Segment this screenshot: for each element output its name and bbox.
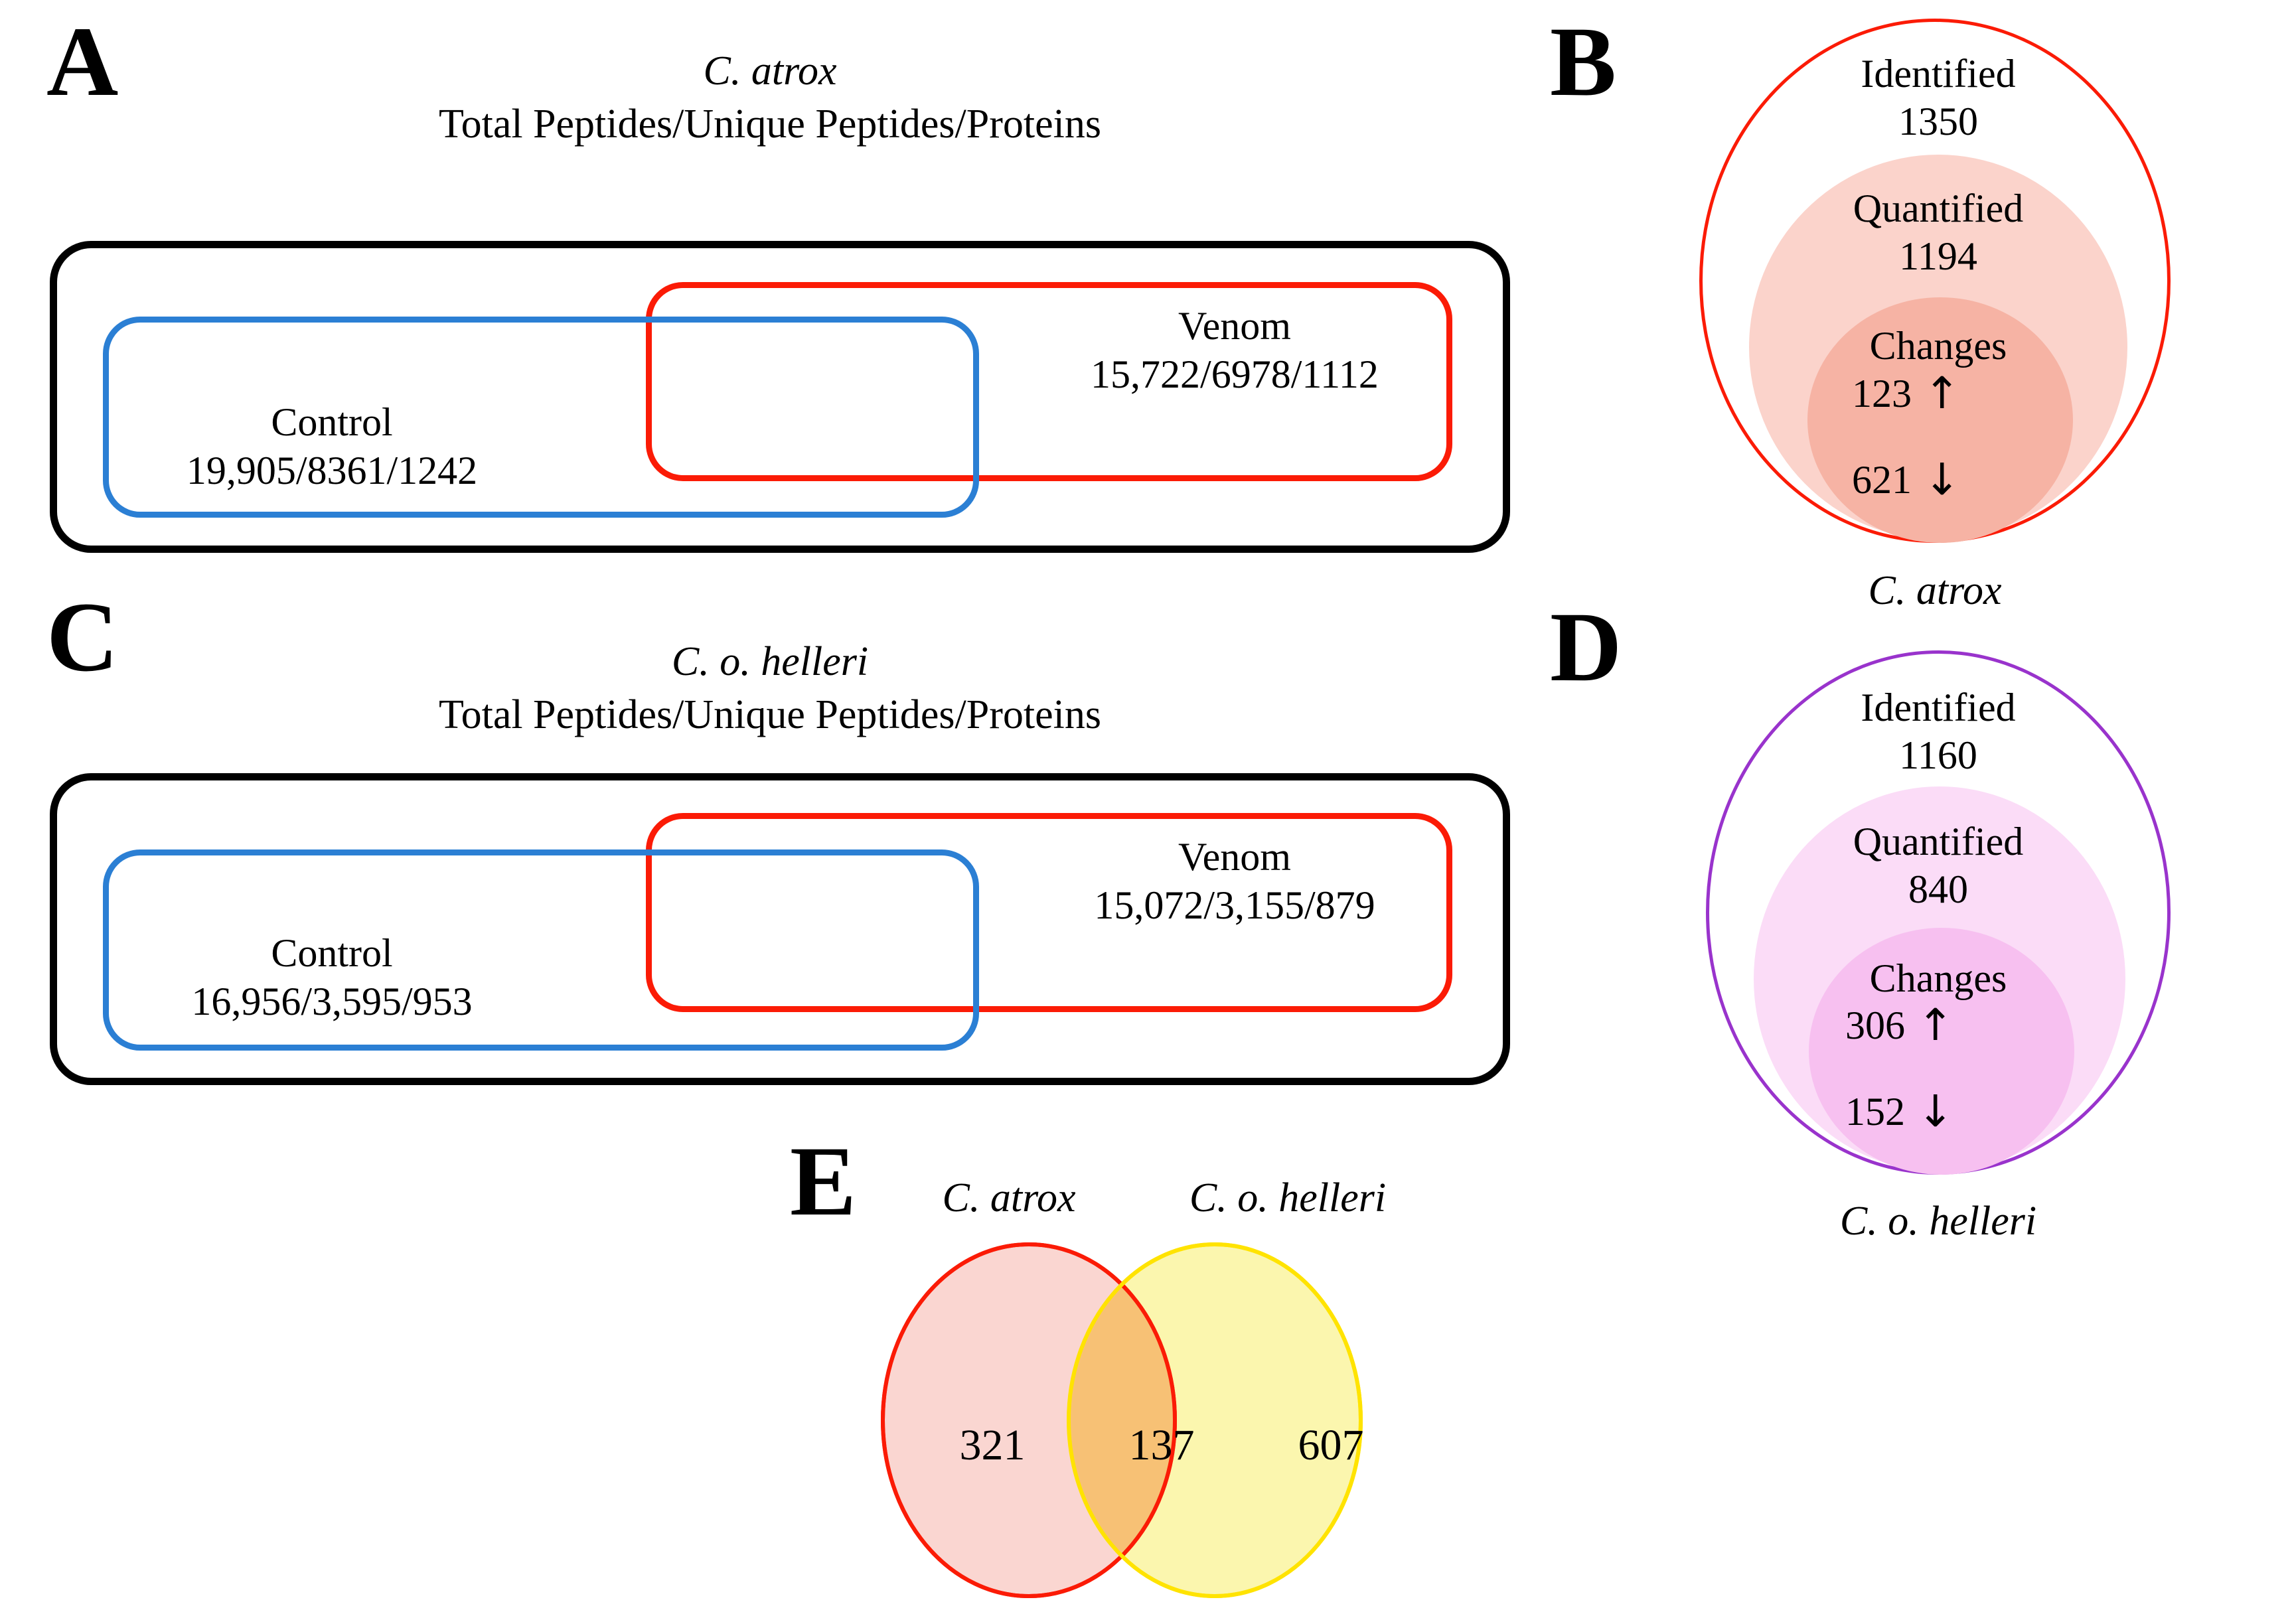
panel-a-subtitle: Total Peptides/Unique Peptides/Proteins	[439, 102, 1101, 147]
panel-b-changes-label-text: Changes	[1746, 322, 2131, 370]
panel-c-venom-values: 15,072/3,155/879	[1094, 883, 1375, 928]
panel-d-identified-value: 1160	[1899, 733, 1977, 777]
panel-e-atrox-ellipse-outline	[881, 1242, 1177, 1598]
panel-d-quantified-value: 840	[1908, 867, 1968, 911]
panel-d-changes-up-value: 306	[1845, 1003, 1905, 1047]
panel-b-quantified-label: Quantified	[1853, 186, 2024, 230]
panel-d-changes-circle	[1809, 928, 2074, 1175]
panel-d-nested-circles	[1706, 650, 2171, 1175]
panel-a-venom-name: Venom	[1178, 304, 1291, 348]
panel-a-control-values: 19,905/8361/1242	[186, 449, 478, 493]
panel-a-species-title: C. atrox	[703, 48, 837, 94]
panel-c-control-label: Control 16,956/3,595/953	[119, 929, 544, 1026]
panel-a-venom-values: 15,722/6978/1112	[1091, 352, 1379, 397]
panel-c-control-values: 16,956/3,595/953	[191, 980, 473, 1024]
panel-d-changes-label-text: Changes	[1746, 954, 2131, 1002]
panel-c-species-title: C. o. helleri	[671, 639, 869, 684]
panel-b-changes-up-row: 123 ↑	[1852, 368, 1961, 419]
panel-d-changes-label: Changes	[1869, 956, 2007, 1000]
panel-d-quantified-text: Quantified 840	[1746, 818, 2131, 913]
panel-c-control-box	[103, 849, 979, 1051]
panel-c-control-name: Control	[271, 931, 393, 975]
panel-b-changes-down-value: 621	[1852, 458, 1912, 502]
panel-c-venom-name: Venom	[1178, 835, 1291, 879]
arrow-up-icon: ↑	[1924, 368, 1961, 419]
panel-e-intersection-count: 137	[1128, 1421, 1195, 1469]
panel-d-identified-text: Identified 1160	[1746, 684, 2131, 779]
panel-e-left-only-count: 321	[959, 1421, 1026, 1469]
panel-b-changes-label: Changes	[1869, 324, 2007, 368]
panel-b-identified-value: 1350	[1898, 100, 1978, 143]
panel-b-changes-down-row: 621 ↓	[1852, 458, 1960, 502]
arrow-up-icon: ↑	[1917, 999, 1954, 1051]
panel-c-venom-box	[646, 813, 1452, 1012]
panel-d-quantified-label: Quantified	[1853, 820, 2024, 863]
panel-d-caption: C. o. helleri	[1839, 1199, 2037, 1244]
panel-letter-e: E	[790, 1126, 857, 1236]
panel-a-venom-box	[646, 282, 1452, 481]
panel-b-identified-label: Identified	[1861, 52, 2016, 96]
arrow-down-icon: ↓	[1924, 454, 1961, 505]
panel-d-changes-down-row: 152 ↓	[1845, 1090, 1953, 1134]
panel-e-left-label: C. atrox	[942, 1175, 1076, 1220]
panel-a-control-label: Control 19,905/8361/1242	[119, 398, 544, 495]
arrow-down-icon: ↓	[1917, 1086, 1954, 1137]
panel-b-changes-up-value: 123	[1852, 372, 1912, 415]
panel-e-right-label: C. o. helleri	[1189, 1175, 1387, 1220]
panel-b-identified-text: Identified 1350	[1746, 50, 2131, 145]
panel-d-changes-up-row: 306 ↑	[1845, 999, 1954, 1051]
panel-b-nested-circles	[1699, 19, 2171, 543]
panel-e-intersection-region	[1069, 1244, 1175, 1596]
panel-a-venom-label: Venom 15,722/6978/1112	[1022, 302, 1447, 399]
panel-letter-b: B	[1550, 7, 1617, 117]
panel-letter-d: D	[1550, 592, 1622, 702]
panel-c-outer-box	[50, 773, 1510, 1085]
panel-d-changes-down-value: 152	[1845, 1090, 1905, 1134]
panel-c-subtitle: Total Peptides/Unique Peptides/Proteins	[439, 692, 1101, 737]
panel-a-control-name: Control	[271, 400, 393, 444]
panel-b-changes-circle	[1807, 297, 2073, 543]
panel-b-caption: C. atrox	[1868, 568, 2002, 613]
panel-d-identified-label: Identified	[1861, 686, 2016, 729]
panel-b-quantified-value: 1194	[1899, 234, 1977, 278]
panel-a-control-box	[103, 317, 979, 518]
panel-b-quantified-text: Quantified 1194	[1746, 184, 2131, 280]
panel-e-right-only-count: 607	[1298, 1421, 1364, 1469]
panel-a-outer-box	[50, 241, 1510, 553]
panel-e-helleri-ellipse-outline	[1067, 1242, 1363, 1598]
panel-letter-c: C	[46, 582, 119, 692]
panel-e-venn-diagram	[881, 1242, 1363, 1598]
panel-letter-a: A	[46, 7, 119, 117]
panel-c-venom-label: Venom 15,072/3,155/879	[1022, 833, 1447, 930]
